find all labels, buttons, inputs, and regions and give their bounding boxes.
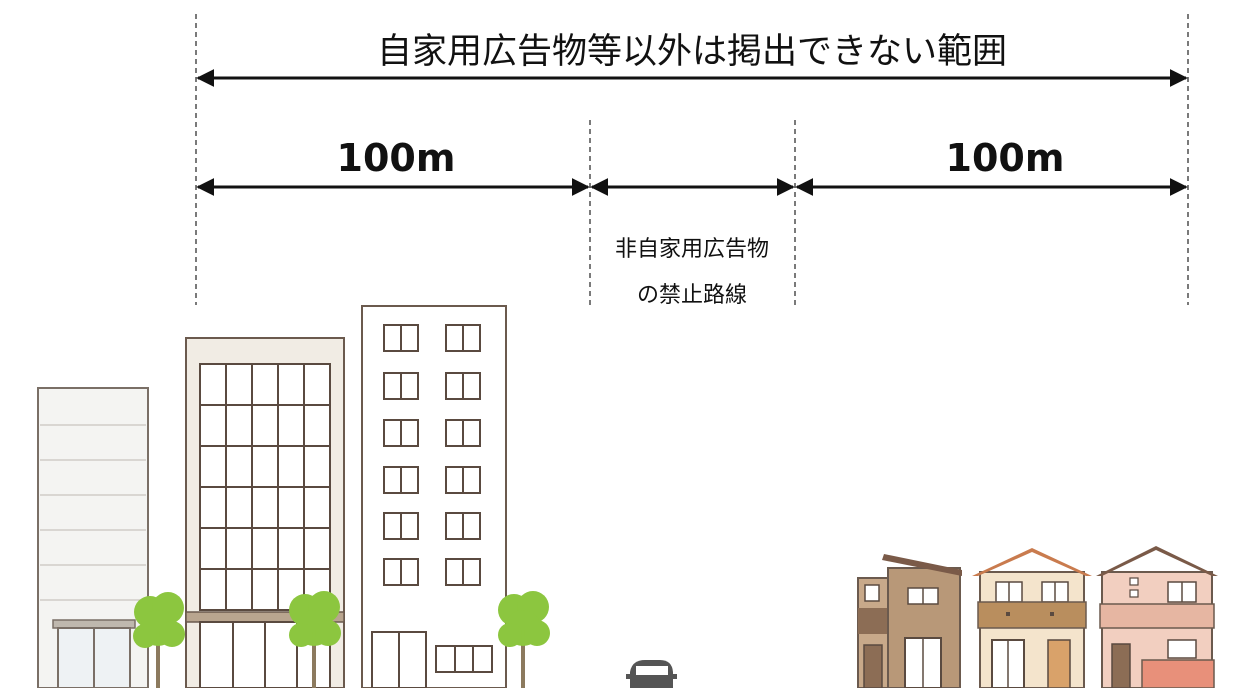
house-cream <box>972 548 1092 688</box>
house-brown <box>857 554 962 688</box>
white-tower-building <box>37 387 149 688</box>
guide-lines <box>195 14 1189 305</box>
left-distance-label: 100m <box>337 136 456 180</box>
tree-icon <box>289 591 341 688</box>
tree-icon <box>133 592 185 688</box>
apartment-building <box>361 305 507 688</box>
tree-icon <box>498 591 550 688</box>
prohibited-route-label-line2: の禁止路線 <box>637 283 747 308</box>
prohibited-route-label-line1: 非自家用広告物 <box>615 237 769 262</box>
range-title: 自家用広告物等以外は掲出できない範囲 <box>377 32 1007 72</box>
house-pink <box>1096 546 1218 688</box>
right-distance-label: 100m <box>946 136 1065 180</box>
car-icon <box>626 660 677 688</box>
